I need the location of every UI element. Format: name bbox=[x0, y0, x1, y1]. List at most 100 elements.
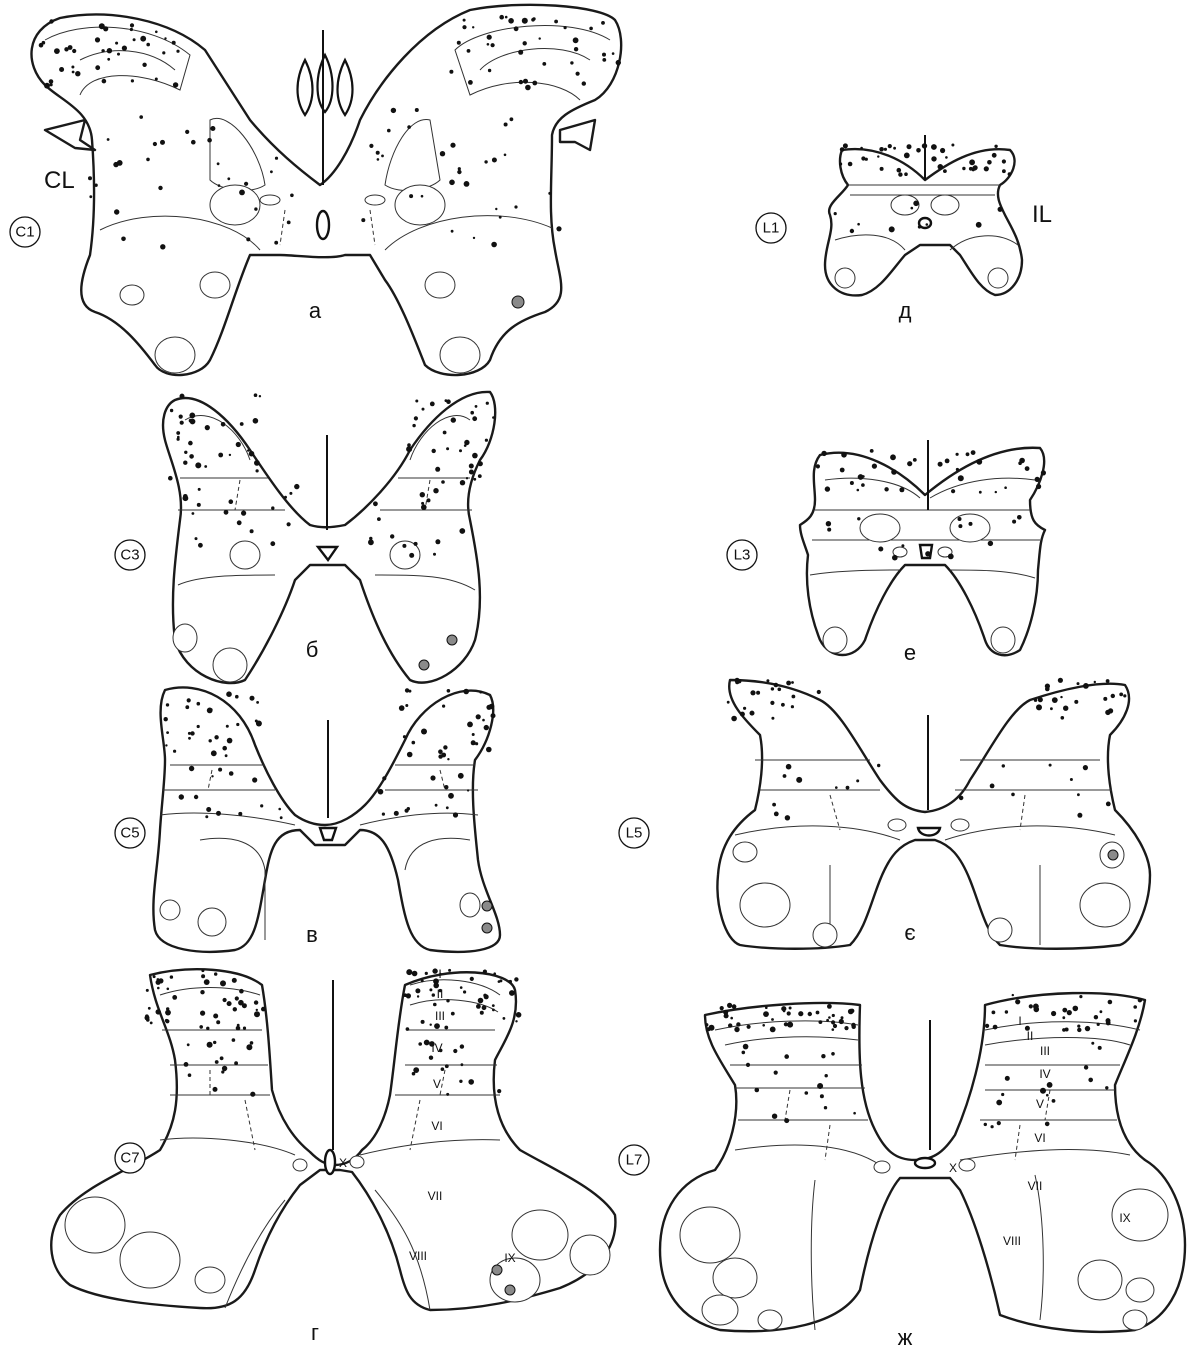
neuron-dot bbox=[846, 786, 850, 790]
neuron-dot bbox=[148, 1007, 151, 1010]
neuron-dot bbox=[290, 194, 294, 198]
neuron-dot bbox=[505, 16, 508, 19]
neuron-dot bbox=[201, 969, 204, 972]
neuron-dot bbox=[430, 1023, 432, 1025]
neuron-dot bbox=[158, 186, 162, 190]
neuron-dot bbox=[1052, 1099, 1056, 1103]
caption-e: е bbox=[904, 640, 916, 665]
neuron-dot bbox=[911, 207, 914, 210]
neuron-dot bbox=[412, 741, 416, 745]
neuron-dot bbox=[206, 1027, 209, 1030]
neuron-dot bbox=[1040, 1088, 1046, 1094]
side-label-cl: CL bbox=[44, 167, 75, 194]
neuron-dot bbox=[250, 696, 255, 701]
neuron-dot bbox=[256, 721, 262, 727]
neuron-dot bbox=[473, 237, 475, 239]
neuron-dot bbox=[94, 184, 97, 187]
neuron-dot bbox=[382, 776, 386, 780]
neuron-dot bbox=[774, 683, 779, 688]
neuron-dot bbox=[197, 702, 201, 706]
neuron-dot bbox=[850, 229, 854, 233]
neuron-dot bbox=[482, 1005, 487, 1010]
lamina-c7-iii: III bbox=[435, 1009, 445, 1023]
neuron-dot bbox=[750, 690, 755, 695]
neuron-dot bbox=[441, 480, 445, 484]
neuron-dot bbox=[185, 130, 189, 134]
neuron-dot bbox=[421, 1020, 425, 1024]
neuron-dot bbox=[1083, 683, 1089, 689]
neuron-dot bbox=[430, 775, 435, 780]
neuron-dot bbox=[391, 108, 396, 113]
neuron-dot bbox=[976, 222, 982, 228]
neuron-dot bbox=[747, 1025, 751, 1029]
neuron-dot bbox=[1061, 716, 1065, 720]
neuron-dot bbox=[189, 454, 194, 459]
neuron-dot bbox=[409, 553, 414, 558]
neuron-dot bbox=[173, 750, 176, 753]
neuron-dot bbox=[1025, 466, 1030, 471]
neuron-dot bbox=[287, 221, 291, 225]
neuron-dot bbox=[832, 1014, 835, 1017]
neuron-dot bbox=[195, 462, 201, 468]
neuron-dot bbox=[755, 1088, 760, 1093]
neuron-dot bbox=[130, 23, 134, 27]
section-c5: в bbox=[153, 687, 500, 951]
neuron-dot bbox=[210, 126, 215, 131]
neuron-dot bbox=[457, 170, 461, 174]
neuron-dot bbox=[994, 145, 997, 148]
neuron-dot bbox=[1083, 765, 1088, 770]
neuron-dot bbox=[239, 190, 245, 196]
segment-label-c7: C7 bbox=[115, 1143, 145, 1173]
neuron-dot bbox=[458, 773, 464, 779]
neuron-dot bbox=[817, 690, 821, 694]
neuron-dot bbox=[443, 431, 447, 435]
neuron-dot bbox=[280, 816, 283, 819]
neuron-dot bbox=[1134, 1019, 1137, 1022]
neuron-dot bbox=[146, 1018, 150, 1022]
neuron-dot bbox=[1045, 1122, 1050, 1127]
neuron-dot bbox=[59, 67, 64, 72]
neuron-dot bbox=[791, 705, 794, 708]
neuron-dot bbox=[234, 1061, 238, 1065]
neuron-dot bbox=[121, 237, 126, 242]
svg-text:C1: C1 bbox=[15, 224, 34, 241]
neuron-dot bbox=[403, 735, 406, 738]
neuron-dot bbox=[195, 537, 198, 540]
neuron-dot bbox=[249, 451, 255, 457]
svg-text:L1: L1 bbox=[763, 220, 780, 237]
neuron-dot bbox=[166, 1007, 169, 1010]
lamina-c7-vii: VII bbox=[428, 1189, 443, 1203]
neuron-dot bbox=[107, 58, 110, 61]
neuron-dot bbox=[996, 1100, 1002, 1106]
neuron-dot bbox=[484, 160, 487, 163]
neuron-dot bbox=[730, 1017, 733, 1020]
neuron-dot bbox=[475, 405, 478, 408]
neuron-dot bbox=[988, 541, 993, 546]
caption-a: а bbox=[309, 298, 322, 323]
neuron-dot bbox=[1034, 699, 1037, 702]
neuron-dot bbox=[865, 158, 868, 161]
neuron-dot bbox=[1019, 458, 1025, 464]
segment-label-c5: C5 bbox=[115, 818, 145, 848]
neuron-dot bbox=[539, 37, 541, 39]
neuron-dot bbox=[376, 151, 380, 155]
neuron-dot bbox=[969, 522, 973, 526]
neuron-dot bbox=[841, 1016, 844, 1019]
neuron-dot bbox=[130, 28, 133, 31]
neuron-dot bbox=[448, 969, 451, 972]
neuron-dot bbox=[483, 970, 487, 974]
neuron-dot bbox=[880, 167, 884, 171]
neuron-dot bbox=[727, 701, 730, 704]
neuron-dot bbox=[207, 1042, 213, 1048]
neuron-dot bbox=[408, 690, 411, 693]
segment-label-l1: L1 bbox=[756, 213, 786, 243]
neuron-dot bbox=[872, 464, 877, 469]
neuron-dot bbox=[424, 1040, 430, 1046]
neuron-dot bbox=[770, 701, 774, 705]
neuron-dot bbox=[522, 18, 528, 24]
segment-label-l3: L3 bbox=[727, 540, 757, 570]
neuron-dot bbox=[164, 37, 166, 39]
neuron-dot bbox=[958, 517, 962, 521]
neuron-dot bbox=[187, 1043, 190, 1046]
neuron-dot bbox=[1005, 1010, 1008, 1013]
